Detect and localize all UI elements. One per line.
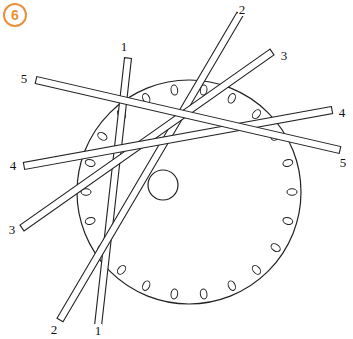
rim-hole xyxy=(84,158,95,167)
rim-hole xyxy=(270,242,282,253)
stake-number: 5 xyxy=(339,156,348,169)
stake-number: 2 xyxy=(238,3,247,16)
stake-number: 3 xyxy=(280,49,289,62)
stake xyxy=(35,77,341,154)
stake-number: 1 xyxy=(120,40,129,53)
rim-hole xyxy=(170,85,178,96)
step-number-badge: 6 xyxy=(3,3,27,27)
stake xyxy=(57,12,243,322)
stake-number: 5 xyxy=(20,72,29,85)
rim-hole xyxy=(251,264,263,276)
rim-hole xyxy=(96,131,108,142)
rim-hole xyxy=(282,158,293,167)
rim-hole xyxy=(251,108,263,120)
stake-number: 3 xyxy=(8,223,17,236)
rim-hole xyxy=(287,189,297,196)
stake-number: 4 xyxy=(338,106,347,119)
rim-hole xyxy=(227,92,237,104)
rim-hole xyxy=(141,280,151,292)
stake-number: 2 xyxy=(50,323,59,336)
center-hole xyxy=(148,170,178,200)
rim-hole xyxy=(227,280,237,292)
rim-hole xyxy=(84,216,95,225)
rim-hole xyxy=(282,216,293,225)
stake-number: 4 xyxy=(9,159,18,172)
stakes xyxy=(20,12,341,326)
rim-hole xyxy=(200,289,208,300)
rim-hole xyxy=(116,264,128,276)
stake-number: 1 xyxy=(94,324,103,337)
step-number: 6 xyxy=(11,8,19,22)
rim-hole xyxy=(170,289,178,300)
